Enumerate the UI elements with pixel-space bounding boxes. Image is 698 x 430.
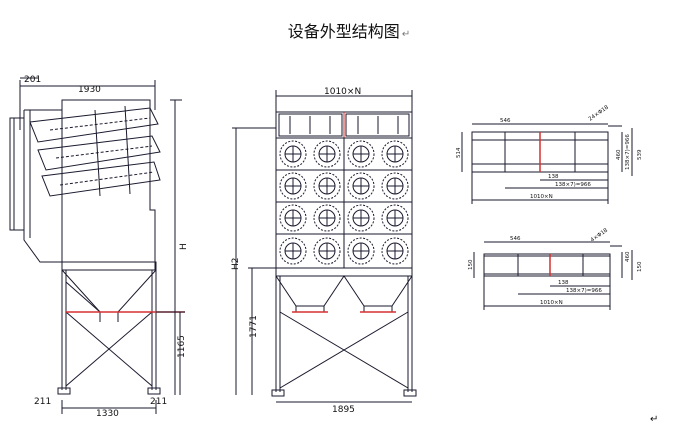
return-mark: ↵ xyxy=(401,29,411,40)
plan-top-dim-f: 138×7)=966 xyxy=(555,182,591,188)
plan-bottom-dim-f: 138×7)=966 xyxy=(566,288,602,294)
side-dim-height: H xyxy=(179,243,189,250)
side-dim-top: 1930 xyxy=(78,85,101,95)
side-dim-leg: 1165 xyxy=(177,335,187,358)
filter-cartridge xyxy=(279,237,307,265)
filter-cartridge xyxy=(313,140,341,168)
filter-cartridge xyxy=(279,204,307,232)
side-dim-bottom: 1330 xyxy=(96,409,119,419)
plan-top-dim-b: 24×Φ18 xyxy=(588,104,611,122)
filter-cartridge xyxy=(347,237,375,265)
filter-cartridge xyxy=(279,172,307,200)
plan-top-dim-total: 1010×N xyxy=(530,194,553,200)
filter-cartridge xyxy=(381,237,409,265)
plan-top-dim-a: 546 xyxy=(500,118,511,124)
corner-return-mark: ↵ xyxy=(650,414,658,425)
front-view xyxy=(232,90,417,403)
side-dim-foot-right: 211 xyxy=(150,397,167,407)
plan-bottom-dim-total: 1010×N xyxy=(540,300,563,306)
plan-top-dim-h: 460 xyxy=(616,149,622,160)
filter-cartridge xyxy=(381,172,409,200)
plan-bottom-dim-b: 4×Φ18 xyxy=(590,227,610,243)
filter-cartridge xyxy=(381,204,409,232)
side-view xyxy=(9,77,185,414)
plan-bottom-dim-h: 150 xyxy=(468,259,474,270)
plan-bottom-dim-d: 460 xyxy=(625,251,631,262)
plan-top-dim-e: 138 xyxy=(548,174,559,180)
diagram-title: 设备外型结构图↵ xyxy=(0,18,698,42)
filter-cartridge xyxy=(347,140,375,168)
front-dim-bottom: 1895 xyxy=(332,405,355,415)
side-dim-foot-left: 211 xyxy=(34,397,51,407)
front-dim-top: 1010×N xyxy=(324,87,361,97)
plan-bottom-dim-c: 150 xyxy=(637,261,643,272)
filter-cartridge xyxy=(279,140,307,168)
filter-cartridge xyxy=(347,204,375,232)
plan-bottom-dim-e: 138 xyxy=(558,280,569,286)
title-text: 设备外型结构图 xyxy=(287,22,400,41)
filter-cartridge xyxy=(313,237,341,265)
plan-bottom xyxy=(473,241,633,310)
plan-top-dim-c: 539 xyxy=(637,149,643,160)
plan-top-dim-g: 138×7)=966 xyxy=(625,134,631,170)
plan-bottom-dim-a: 546 xyxy=(510,236,521,242)
filter-cartridge xyxy=(313,204,341,232)
filter-cartridge-grid xyxy=(279,140,409,265)
filter-cartridge xyxy=(347,172,375,200)
plan-top xyxy=(461,123,633,204)
plan-top-dim-d: 514 xyxy=(456,147,462,158)
side-dim-top-small: 201 xyxy=(24,75,41,85)
filter-cartridge xyxy=(313,172,341,200)
filter-cartridge xyxy=(381,140,409,168)
front-dim-leg: 1771 xyxy=(249,315,259,338)
front-dim-height: H2 xyxy=(231,258,241,271)
